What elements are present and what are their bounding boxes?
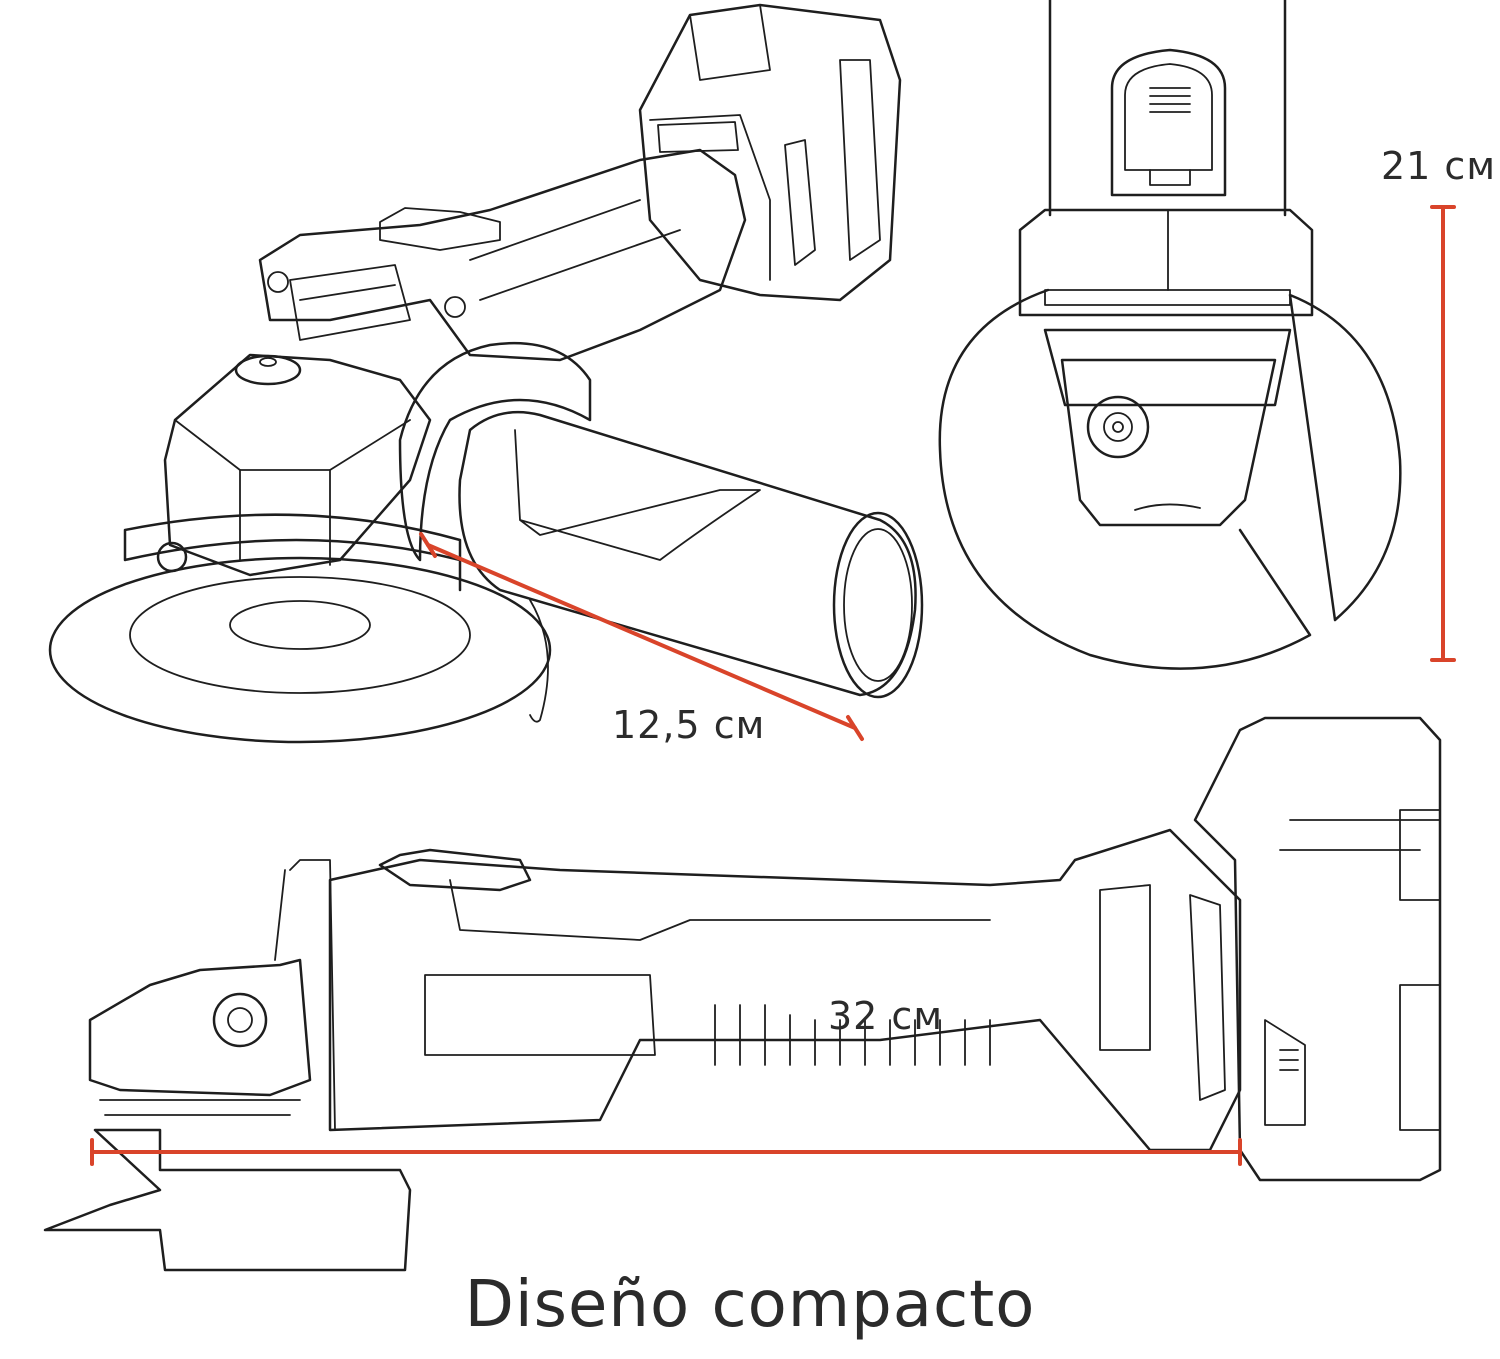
label-recess [424, 974, 656, 1056]
power-switch [379, 207, 501, 251]
length-dimension-line [90, 1138, 1242, 1166]
side-handle [458, 410, 917, 697]
handle-guard-ring [398, 341, 592, 562]
height-dimension-label: 21 см [1381, 144, 1496, 188]
gear-head-side [88, 958, 312, 1097]
caption-title: Diseño compacto [464, 1268, 1036, 1342]
width-dimension-label: 12,5 см [612, 703, 766, 747]
disc-front-outline [938, 288, 1312, 670]
switch-side [378, 848, 532, 892]
motor-housing [258, 148, 747, 362]
handle-body [328, 828, 1242, 1152]
gear-head [163, 353, 432, 577]
grinder-side-view [43, 716, 1442, 1272]
battery-pack [638, 3, 902, 302]
head-housing [1018, 208, 1314, 317]
length-dimension-label: 32 см [828, 994, 943, 1038]
disc-guard-side [43, 1128, 412, 1272]
grinder-front-view [938, 0, 1402, 670]
gear-case-front [1060, 358, 1277, 527]
height-dimension-line [1430, 205, 1456, 662]
disc-front-right [1288, 293, 1402, 622]
grinder-disc [48, 556, 552, 744]
battery-latch [1110, 48, 1227, 197]
body-outline [1048, 0, 1287, 217]
spindle-lock-button [234, 354, 302, 386]
spindle-front [1086, 395, 1150, 459]
battery-side [1193, 716, 1442, 1182]
width-dimension-line [419, 532, 864, 741]
grinder-isometric-view [48, 3, 924, 744]
